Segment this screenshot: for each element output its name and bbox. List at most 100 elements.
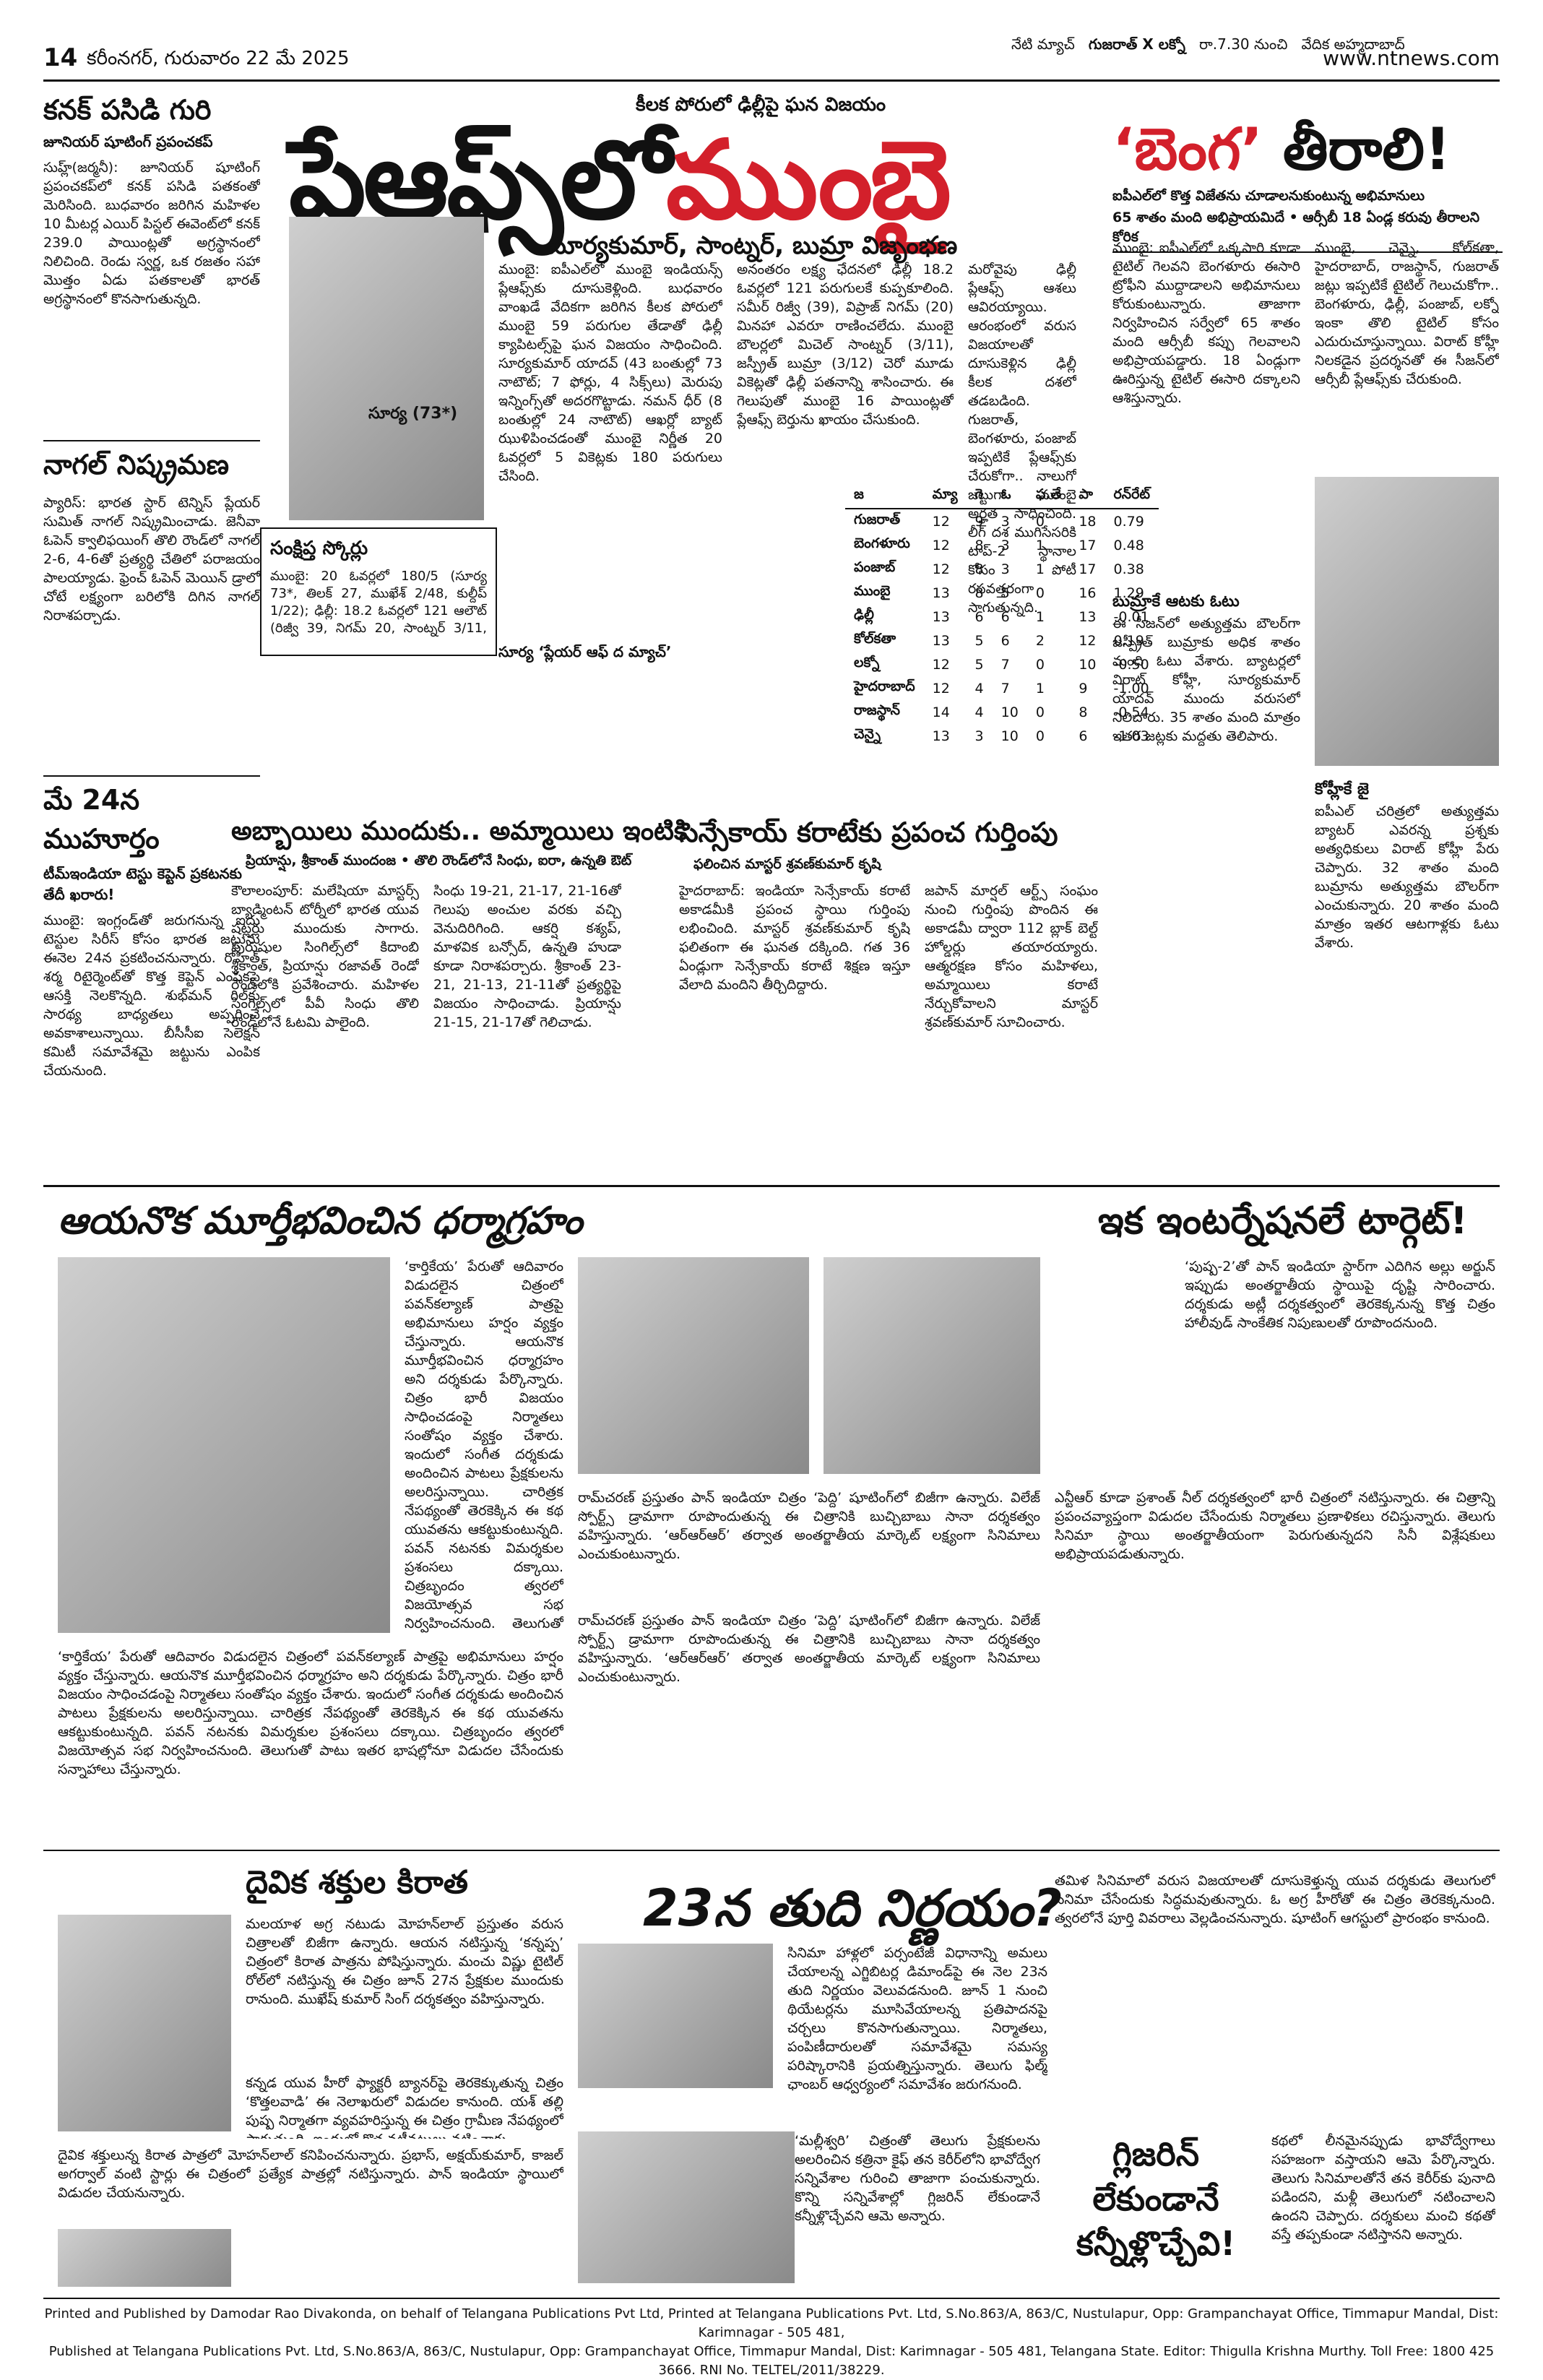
- rcb-body-4: ఐపీఎల్ చరిత్రలో అత్యుత్తమ బ్యాటర్ ఎవరన్న…: [1315, 803, 1499, 951]
- rcb-body-3: ఈ సీజన్‌లో అత్యుత్తమ బౌలర్‌గా జస్ప్రీత్ …: [1112, 616, 1300, 744]
- table-cell: 5: [974, 656, 984, 673]
- rcb-headline-a: ‘బెంగ’: [1112, 116, 1263, 183]
- intl-headline: ఇక ఇంటర్నేషనలే టార్గెట్!: [1098, 1199, 1468, 1243]
- nagal-body: ప్యారిస్: భారత స్టార్ టెన్నిస్ ప్లేయర్ స…: [43, 495, 260, 624]
- table-cell: 0.38: [1113, 561, 1144, 577]
- table-cell: 7: [1000, 680, 1010, 697]
- rcb-tagline: ఐపీఎల్‌లో కొత్త విజేతను చూడాలనుకుంటున్న …: [1112, 188, 1425, 204]
- table-cell: 1: [1035, 537, 1045, 553]
- table-cell: 3: [974, 728, 984, 744]
- test-subtitle: టీమ్‌ఇండియా టెస్టు కెప్టెన్ ప్రకటనకు తేద…: [43, 865, 242, 903]
- page-number: 14: [43, 43, 78, 72]
- player-caption: సూర్య (73*): [368, 405, 458, 423]
- table-cell: 13: [932, 585, 950, 601]
- venue: అహ్మదాబాద్: [1334, 35, 1405, 53]
- kiratha-headline: దైవిక శక్తుల కిరాత: [246, 1864, 468, 1901]
- table-cell: 0: [1035, 656, 1045, 673]
- kiratha-photo: [58, 1915, 231, 2131]
- venue-label: వేదిక: [1301, 35, 1330, 53]
- scores-body: ముంబై: 20 ఓవర్లలో 180/5 (సూర్య 73*, తిలక…: [270, 569, 487, 636]
- table-cell: 6: [1000, 608, 1010, 625]
- lead-kicker: కీలక పోరులో ఢిల్లీపై ఘన విజయం: [636, 94, 886, 116]
- table-cell: 14: [932, 704, 950, 720]
- test-body: ముంబై: ఇంగ్లండ్‌తో జరుగనున్న ఐదు టెస్టుల…: [43, 913, 260, 1079]
- boys-body-2: సింధు 19-21, 21-17, 21-16తో గెలుపు అంచుల…: [433, 883, 621, 1030]
- col-team: జ: [845, 484, 924, 509]
- table-cell: 0: [1035, 513, 1045, 530]
- dharma-body-1: ‘కార్తికేయ’ పేరుతో ఆదివారం విడుదలైన చిత్…: [405, 1259, 563, 1631]
- dharma-photo: [58, 1257, 390, 1633]
- match-teams: గుజరాత్ X లక్నో: [1088, 35, 1185, 53]
- glycerin-body-2: తమిళ సినిమాలో వరుస విజయాలతో దూసుకెళ్తున్…: [1055, 1873, 1495, 1926]
- table-cell: 0: [1035, 585, 1045, 601]
- table-cell: 0.19: [1113, 632, 1144, 649]
- table-cell: 3: [1000, 537, 1010, 553]
- team-name: లక్నో: [854, 655, 880, 671]
- section-divider: [43, 1850, 1500, 1851]
- rcb-headline-b: తీరాలి!: [1282, 116, 1451, 183]
- karate-body-2: జపాన్ మార్షల్ ఆర్ట్స్ సంఘం నుంచి గుర్తిం…: [925, 883, 1098, 1030]
- table-cell: 12: [932, 656, 950, 673]
- table-cell: 1.29: [1113, 585, 1144, 601]
- table-cell: 5: [1000, 585, 1010, 601]
- karate-deck: ఫలించిన మాస్టర్ శ్రవణ్‌కుమార్ కృషి: [693, 856, 881, 872]
- rcb-subhead-2: కోహ్లీకే జై: [1315, 780, 1370, 798]
- table-cell: 13: [932, 608, 950, 625]
- table-cell: 4: [974, 704, 984, 720]
- kiratha-body-1: మలయాళ అగ్ర నటుడు మోహన్‌లాల్ ప్రస్తుతం వర…: [246, 1916, 563, 2007]
- table-cell: 6: [974, 608, 984, 625]
- test-headline: మే 24న ముహూర్తం: [43, 784, 160, 855]
- table-cell: 12: [932, 561, 950, 577]
- site-url[interactable]: www.ntnews.com: [1323, 46, 1500, 70]
- lead-body-2: అనంతరం లక్ష్య ఛేదనలో ఢిల్లీ 18.2 ఓవర్లలో…: [737, 262, 954, 428]
- match-time: రా.7.30 నుంచి: [1199, 35, 1288, 53]
- table-cell: 0.79: [1113, 513, 1144, 530]
- glycerin-photo: [578, 2131, 795, 2283]
- table-cell: 17: [1079, 537, 1097, 553]
- footer: Printed and Published by Damodar Rao Div…: [43, 2298, 1500, 2380]
- karate-headline: సెన్సేకాయ్ కరాటేకు ప్రపంచ గుర్తింపు: [679, 816, 1058, 848]
- divider: [43, 440, 260, 441]
- footer-line-1: Printed and Published by Damodar Rao Div…: [44, 2306, 1499, 2340]
- lead-subhead: సూర్యకుమార్, సాంట్నర్, బుమ్రా విజృంభణ: [549, 231, 958, 260]
- rcb-photo: [1315, 477, 1499, 766]
- masthead: 14 కరీంనగర్, గురువారం 22 మే 2025 నేటి మ్…: [43, 29, 1500, 82]
- table-cell: -1.00: [1113, 680, 1149, 697]
- table-cell: 13: [1079, 608, 1097, 625]
- table-cell: 4: [974, 680, 984, 697]
- table-cell: 0.48: [1113, 537, 1144, 553]
- table-cell: 12: [1079, 632, 1097, 649]
- table-cell: 12: [932, 537, 950, 553]
- pom-label: సూర్య ‘ప్లేయర్ ఆఫ్ ద మ్యాచ్’: [498, 643, 672, 660]
- scores-title: సంక్షిప్త స్కోర్లు: [270, 538, 368, 559]
- lead-headline-b: ముంబై: [665, 118, 951, 243]
- table-cell: 17: [1079, 561, 1097, 577]
- table-cell: 13: [932, 632, 950, 649]
- table-cell: 6: [1079, 728, 1088, 744]
- dharma-headline: ఆయనొక మూర్తీభవించిన ధర్మాగ్రహం: [58, 1199, 583, 1243]
- table-cell: 13: [932, 728, 950, 744]
- glycerin-body-1: ‘మల్లీశ్వరి’ చిత్రంతో తెలుగు ప్రేక్షకులన…: [795, 2133, 1040, 2224]
- table-cell: 12: [932, 513, 950, 530]
- table-cell: 8: [974, 585, 984, 601]
- table-cell: 0: [1035, 704, 1045, 720]
- team-name: రాజస్థాన్: [854, 702, 900, 718]
- table-cell: 3: [1000, 561, 1010, 577]
- table-cell: 16: [1079, 585, 1097, 601]
- match-info: నేటి మ్యాచ్ గుజరాత్ X లక్నో రా.7.30 నుంచ…: [1011, 35, 1405, 53]
- table-cell: 8: [974, 537, 984, 553]
- intl-body-2: రామ్‌చరణ్ ప్రస్తుతం పాన్ ఇండియా చిత్రం ‘…: [578, 1490, 1040, 1562]
- kiratha-body-2: దైవిక శక్తులున్న కిరాత పాత్రలో మోహన్‌లాల…: [58, 2147, 563, 2201]
- team-name: పంజాబ్: [854, 559, 896, 575]
- intl-body-1: ‘పుష్ప-2’తో పాన్ ఇండియా స్టార్‌గా ఎదిగిన…: [1185, 1259, 1495, 1331]
- intl-photo-2: [824, 1257, 1040, 1474]
- boys-headline: అబ్బాయిలు ముందుకు.. అమ్మాయిలు ఇంటికి: [231, 816, 688, 846]
- intl-body-3: ఎన్టీఆర్ కూడా ప్రశాంత్ నీల్ దర్శకత్వంలో …: [1055, 1490, 1495, 1562]
